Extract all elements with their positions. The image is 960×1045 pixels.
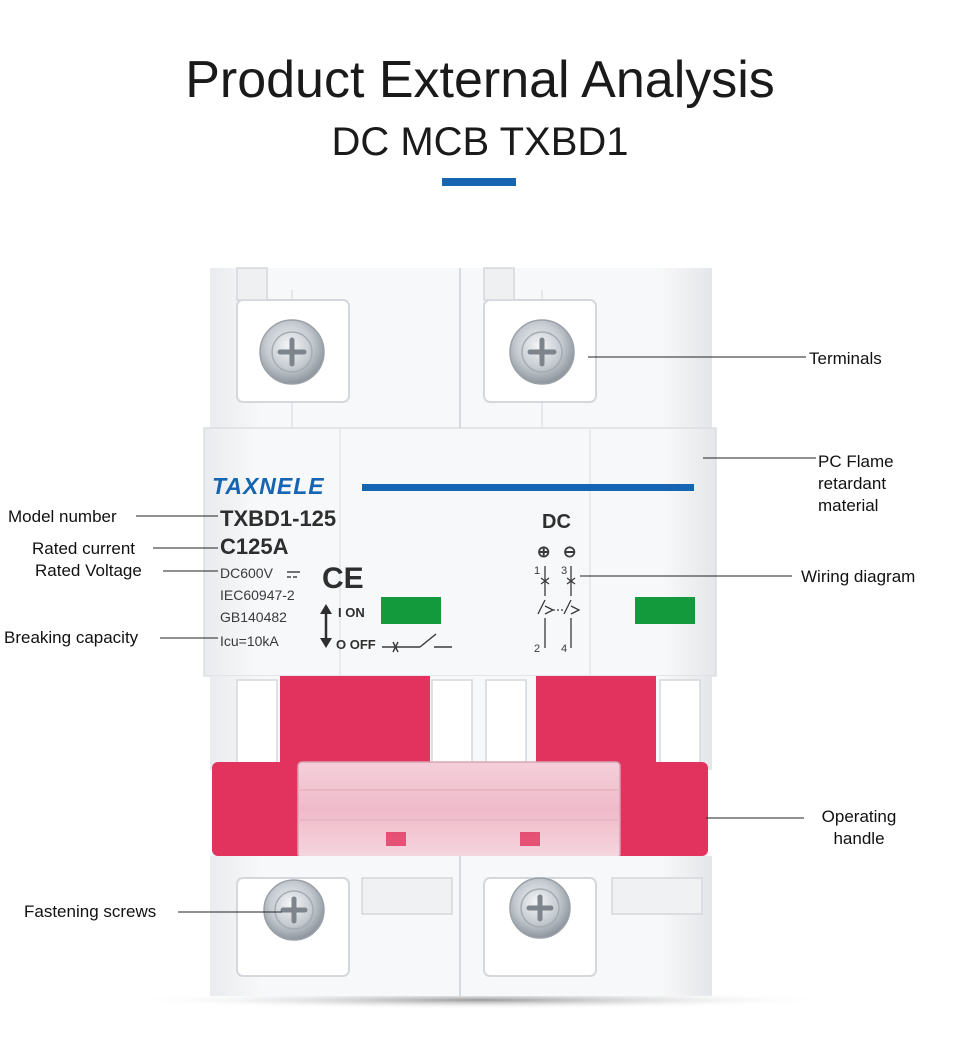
title-accent-bar	[442, 178, 516, 186]
ce-mark: CE	[322, 562, 364, 595]
wiring-diagram-icon	[537, 566, 581, 648]
callout-breaking-capacity: Breaking capacity	[4, 628, 139, 647]
switch-symbol-icon	[382, 633, 452, 653]
callout-rated-voltage: Rated Voltage	[35, 561, 142, 580]
rating-text: C125A	[220, 534, 289, 559]
terminal-1-label: 1	[534, 565, 540, 577]
brand-logo: TAXNELE	[212, 473, 325, 499]
terminal-3-label: 3	[561, 565, 567, 577]
breaking-text: Icu=10kA	[220, 633, 279, 649]
page-subtitle: DC MCB TXBD1	[331, 120, 629, 164]
terminal-screw-icon	[509, 319, 575, 385]
page-title: Product External Analysis	[185, 51, 775, 109]
standard-text: IEC60947-2	[220, 587, 295, 603]
callout-pc-flame: PC Flame retardant material	[818, 452, 894, 515]
callout-lines	[136, 356, 816, 913]
terminal-2-label: 2	[534, 643, 540, 655]
operating-handle	[212, 676, 708, 859]
off-label: O OFF	[336, 637, 376, 652]
on-off-arrow-icon	[320, 604, 332, 648]
callout-operating-handle: Operating handle	[821, 807, 897, 848]
callout-model-number: Model number	[8, 507, 117, 526]
plus-symbol: ⊕	[537, 544, 550, 561]
on-label: I ON	[338, 605, 365, 620]
brand-stripe	[362, 484, 694, 491]
dc-symbol-icon	[287, 571, 300, 578]
minus-symbol: ⊖	[563, 544, 576, 561]
callout-rated-current: Rated current	[32, 539, 135, 558]
voltage-text: DC600V	[220, 565, 274, 581]
fastening-screw-icon	[509, 877, 571, 939]
terminal-4-label: 4	[561, 643, 567, 655]
fastening-screw-icon	[263, 879, 325, 941]
status-indicator-left	[381, 597, 441, 624]
model-text: TXBD1-125	[220, 506, 336, 531]
terminal-screw-icon	[259, 319, 325, 385]
callout-wiring-diagram: Wiring diagram	[801, 567, 916, 586]
callout-fastening-screws: Fastening screws	[24, 902, 157, 921]
callout-terminals: Terminals	[809, 349, 882, 368]
dc-label: DC	[542, 511, 571, 533]
gb-text: GB140482	[220, 609, 287, 625]
mcb-front-panel	[203, 427, 717, 677]
status-indicator-right	[635, 597, 695, 624]
